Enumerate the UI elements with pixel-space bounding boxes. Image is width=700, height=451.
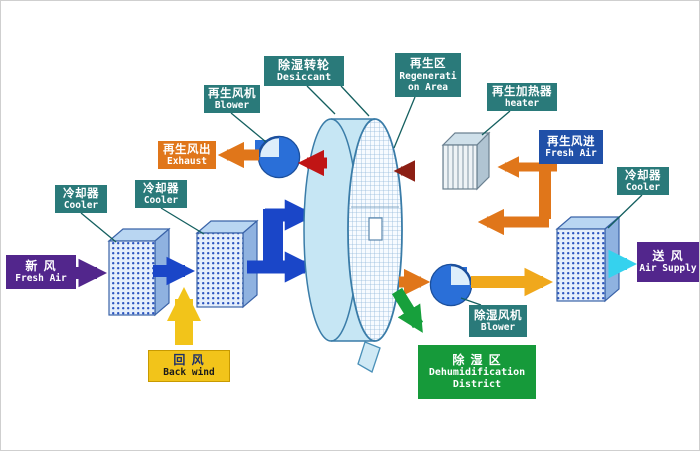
duct-blue-vertical [263, 209, 283, 273]
label-fresh-air: 新 风 Fresh Air [6, 255, 76, 289]
label-air-supply: 送 风 Air Supply [637, 242, 699, 282]
label-cooler-left: 冷却器 Cooler [55, 185, 107, 213]
cooling-coil-right [555, 215, 621, 303]
regen-blower-en: Blower [214, 100, 250, 112]
air-supply-en: Air Supply [639, 263, 697, 275]
wheel-belt-ribbon [357, 341, 381, 373]
label-regeneration-area: 再生区 Regenerati on Area [395, 53, 461, 97]
regen-fresh-air-zh: 再生风进 [547, 133, 595, 148]
dehumid-blower-en: Blower [480, 322, 516, 334]
arrow-wheel-to-dehumid-district [391, 287, 424, 333]
cooler-left-zh: 冷却器 [63, 185, 99, 200]
label-cooler-mid: 冷却器 Cooler [135, 180, 187, 208]
desiccant-wheel-zh: 除湿转轮 [277, 58, 330, 73]
cooler-mid-en: Cooler [143, 195, 179, 207]
regen-heater-en: heater [504, 98, 540, 110]
label-connector-lines [80, 85, 643, 306]
label-regen-blower: 再生风机 Blower [204, 85, 260, 113]
label-back-wind: 回 风 Back wind [148, 350, 230, 382]
duct-regen-inlet-vertical [539, 165, 551, 219]
regen-blower-zh: 再生风机 [208, 85, 256, 100]
regen-heater-unit [441, 131, 491, 191]
regen-blower-fan [255, 135, 301, 179]
back-wind-en: Back wind [163, 367, 215, 379]
back-wind-zh: 回 风 [173, 353, 205, 368]
air-supply-zh: 送 风 [652, 249, 684, 264]
label-dehumid-district: 除 湿 区 Dehumidification District [418, 345, 536, 399]
cooler-right-en: Cooler [625, 182, 661, 194]
wheel-hub [368, 217, 383, 241]
desiccant-wheel-en: Desiccant [276, 72, 332, 84]
dehumid-blower-fan [429, 263, 473, 307]
dehumid-district-zh: 除 湿 区 [452, 353, 502, 368]
label-exhaust: 再生风出 Exhaust [158, 141, 216, 169]
regeneration-area-en1: Regenerati [399, 70, 457, 82]
label-dehumid-blower: 除湿风机 Blower [469, 305, 527, 337]
desiccant-wheel [303, 118, 403, 373]
cooler-mid-zh: 冷却器 [143, 180, 179, 195]
regeneration-area-en2: on Area [407, 81, 449, 93]
dehumid-district-en1: Dehumidification [428, 367, 526, 379]
label-cooler-right: 冷却器 Cooler [617, 167, 669, 195]
label-regen-fresh-air: 再生风进 Fresh Air [539, 130, 603, 164]
dehumid-district-en2: District [452, 379, 502, 391]
label-regen-heater: 再生加热器 heater [487, 83, 557, 111]
cooling-coil-left [107, 227, 171, 317]
cooler-left-en: Cooler [63, 200, 99, 212]
exhaust-zh: 再生风出 [163, 141, 211, 156]
dehumid-blower-zh: 除湿风机 [474, 307, 522, 322]
cooler-right-zh: 冷却器 [625, 167, 661, 182]
fresh-air-en: Fresh Air [15, 273, 67, 285]
regen-heater-zh: 再生加热器 [492, 83, 552, 98]
regen-fresh-air-en: Fresh Air [545, 148, 597, 160]
label-desiccant-wheel: 除湿转轮 Desiccant [264, 56, 344, 86]
exhaust-en: Exhaust [166, 156, 208, 168]
fresh-air-zh: 新 风 [25, 259, 57, 274]
regeneration-area-zh: 再生区 [410, 56, 446, 71]
